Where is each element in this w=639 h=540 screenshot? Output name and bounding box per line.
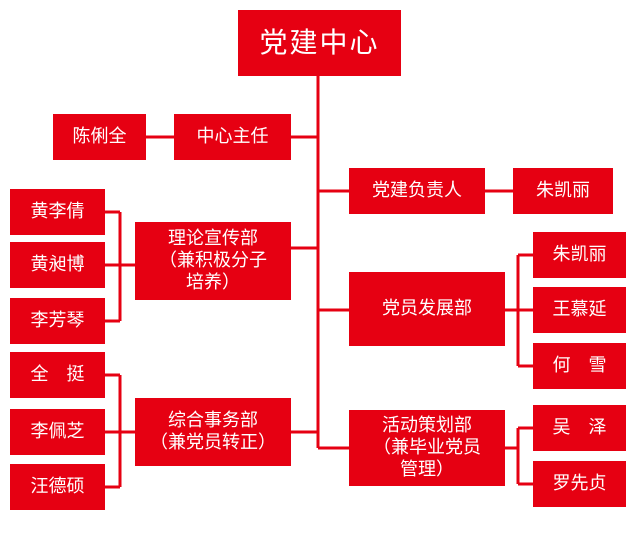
root-node: 党建中心	[238, 10, 401, 76]
theory-member-label: 黄李倩	[30, 201, 85, 222]
affairs-member-label: 李佩芝	[30, 421, 85, 442]
development-member-label: 何 雪	[552, 355, 607, 376]
director-role-label: 中心主任	[196, 126, 269, 147]
activity-member-label: 吴 泽	[552, 417, 607, 438]
affairs-dept-node: 综合事务部 （兼党员转正）	[135, 398, 291, 466]
development-member-node: 朱凯丽	[533, 232, 626, 278]
activity-member-node: 罗先贞	[533, 461, 626, 507]
party-lead-role-node: 党建负责人	[349, 168, 485, 214]
party-lead-role-label: 党建负责人	[372, 180, 462, 201]
theory-member-node: 李芳琴	[10, 298, 105, 344]
director-name-node: 陈俐全	[53, 114, 146, 160]
affairs-member-node: 李佩芝	[10, 409, 105, 455]
theory-dept-node: 理论宣传部 （兼积极分子 培养）	[135, 222, 291, 300]
activity-dept-label: 活动策划部 （兼毕业党员 管理）	[373, 415, 481, 480]
development-member-label: 朱凯丽	[552, 244, 607, 265]
theory-member-label: 李芳琴	[30, 310, 85, 331]
theory-member-label: 黄昶博	[30, 254, 85, 275]
affairs-member-label: 全 挺	[30, 364, 85, 385]
party-lead-name-label: 朱凯丽	[536, 180, 590, 201]
activity-member-node: 吴 泽	[533, 405, 626, 451]
theory-dept-label: 理论宣传部 （兼积极分子 培养）	[159, 228, 267, 293]
activity-dept-node: 活动策划部 （兼毕业党员 管理）	[349, 410, 505, 486]
affairs-member-node: 全 挺	[10, 352, 105, 398]
director-name-label: 陈俐全	[72, 126, 127, 147]
development-member-label: 王慕延	[552, 299, 607, 320]
development-member-node: 王慕延	[533, 287, 626, 333]
affairs-dept-label: 综合事务部 （兼党员转正）	[150, 410, 276, 453]
director-role-node: 中心主任	[174, 114, 291, 160]
development-dept-label: 党员发展部	[382, 298, 472, 319]
affairs-member-node: 汪德硕	[10, 464, 105, 510]
activity-member-label: 罗先贞	[552, 473, 607, 494]
party-lead-name-node: 朱凯丽	[513, 168, 613, 214]
development-dept-node: 党员发展部	[349, 272, 505, 346]
development-member-node: 何 雪	[533, 343, 626, 389]
affairs-member-label: 汪德硕	[30, 476, 85, 497]
theory-member-node: 黄昶博	[10, 242, 105, 288]
root-label: 党建中心	[259, 26, 380, 59]
theory-member-node: 黄李倩	[10, 189, 105, 235]
